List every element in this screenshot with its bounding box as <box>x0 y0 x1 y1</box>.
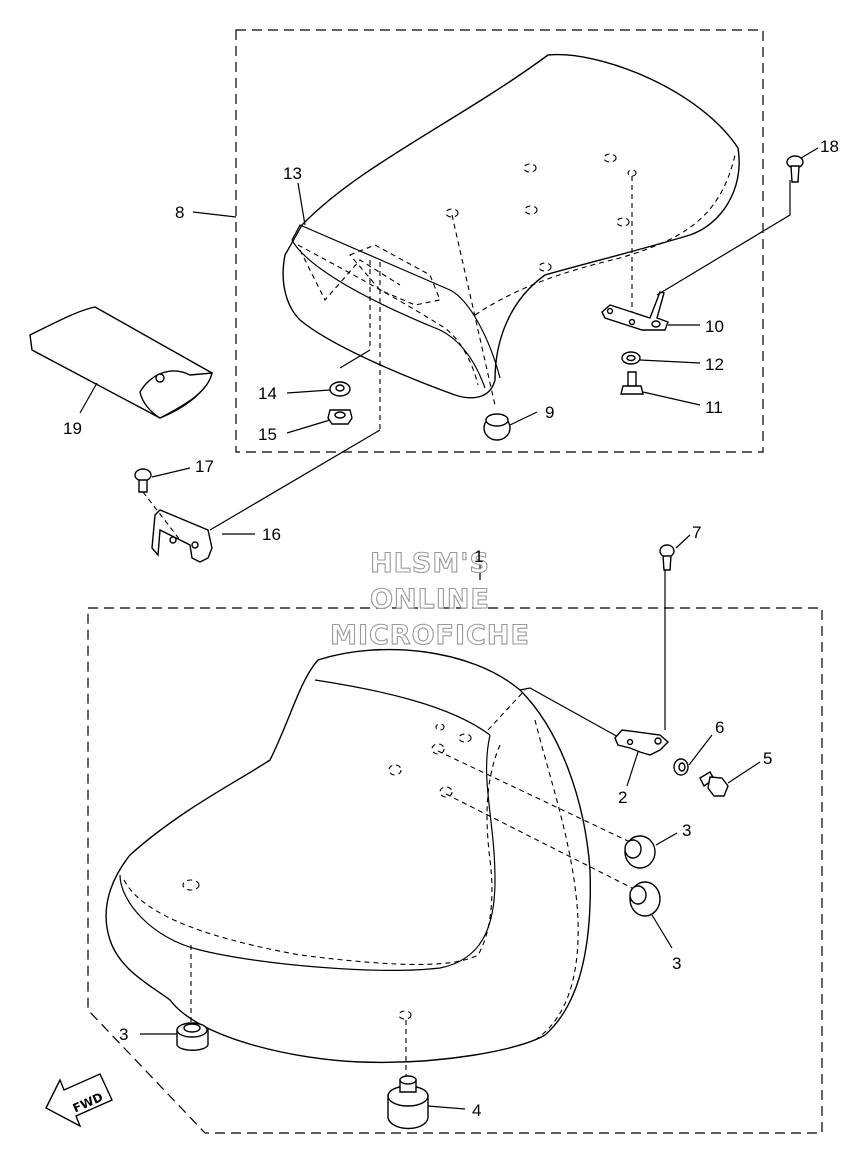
front-seat-group-box <box>87 607 823 1134</box>
fwd-arrow-icon: FWD <box>45 1073 113 1128</box>
grommet-3-lower <box>629 881 661 917</box>
rear-seat <box>282 53 740 399</box>
callout-17: 17 <box>195 457 214 476</box>
watermark-line-1: HLSM'S <box>370 548 490 579</box>
grommet-3-upper <box>624 835 656 869</box>
rear-seat-group-box <box>235 29 764 453</box>
callout-13: 13 <box>283 164 302 183</box>
callout-7: 7 <box>692 523 701 542</box>
callout-6: 6 <box>715 718 724 737</box>
callout-8: 8 <box>175 203 184 222</box>
bracket-16 <box>151 509 213 563</box>
callout-18: 18 <box>820 137 839 156</box>
callout-11: 11 <box>705 398 723 417</box>
bracket-2 <box>614 729 670 756</box>
collar-14 <box>329 381 351 397</box>
callout-14: 14 <box>258 384 277 403</box>
bracket-10 <box>601 180 791 331</box>
washer-12 <box>621 351 641 365</box>
screw-18 <box>786 155 804 183</box>
callout-2: 2 <box>618 788 627 807</box>
callout-16: 16 <box>262 525 281 544</box>
seat-cover-19 <box>29 306 213 419</box>
nut-15 <box>327 409 353 425</box>
bolt-11 <box>620 371 644 395</box>
washer-6 <box>673 758 689 776</box>
callout-4: 4 <box>472 1101 481 1120</box>
front-seat <box>105 648 591 1064</box>
callout-3-upper: 3 <box>682 821 691 840</box>
watermark: HLSM'S ONLINE MICROFICHE <box>330 547 530 651</box>
screw-17 <box>134 468 181 541</box>
callout-5: 5 <box>763 749 772 768</box>
screw-7 <box>659 544 675 571</box>
callouts: 8 13 18 10 12 11 9 14 15 19 17 16 1 <box>63 137 839 1120</box>
callout-10: 10 <box>705 317 724 336</box>
callout-15: 15 <box>258 425 277 444</box>
callout-3-left: 3 <box>119 1025 128 1044</box>
callout-9: 9 <box>545 403 554 422</box>
damper-4 <box>387 1075 429 1130</box>
callout-19: 19 <box>63 419 82 438</box>
callout-12: 12 <box>705 355 724 374</box>
grommet-9 <box>483 413 511 441</box>
watermark-line-2: ONLINE <box>370 584 490 615</box>
grommet-3-left <box>176 1022 209 1051</box>
bolt-5 <box>699 771 729 797</box>
callout-3-lower: 3 <box>672 954 681 973</box>
watermark-line-3: MICROFICHE <box>330 620 530 651</box>
callout-1: 1 <box>474 547 483 566</box>
